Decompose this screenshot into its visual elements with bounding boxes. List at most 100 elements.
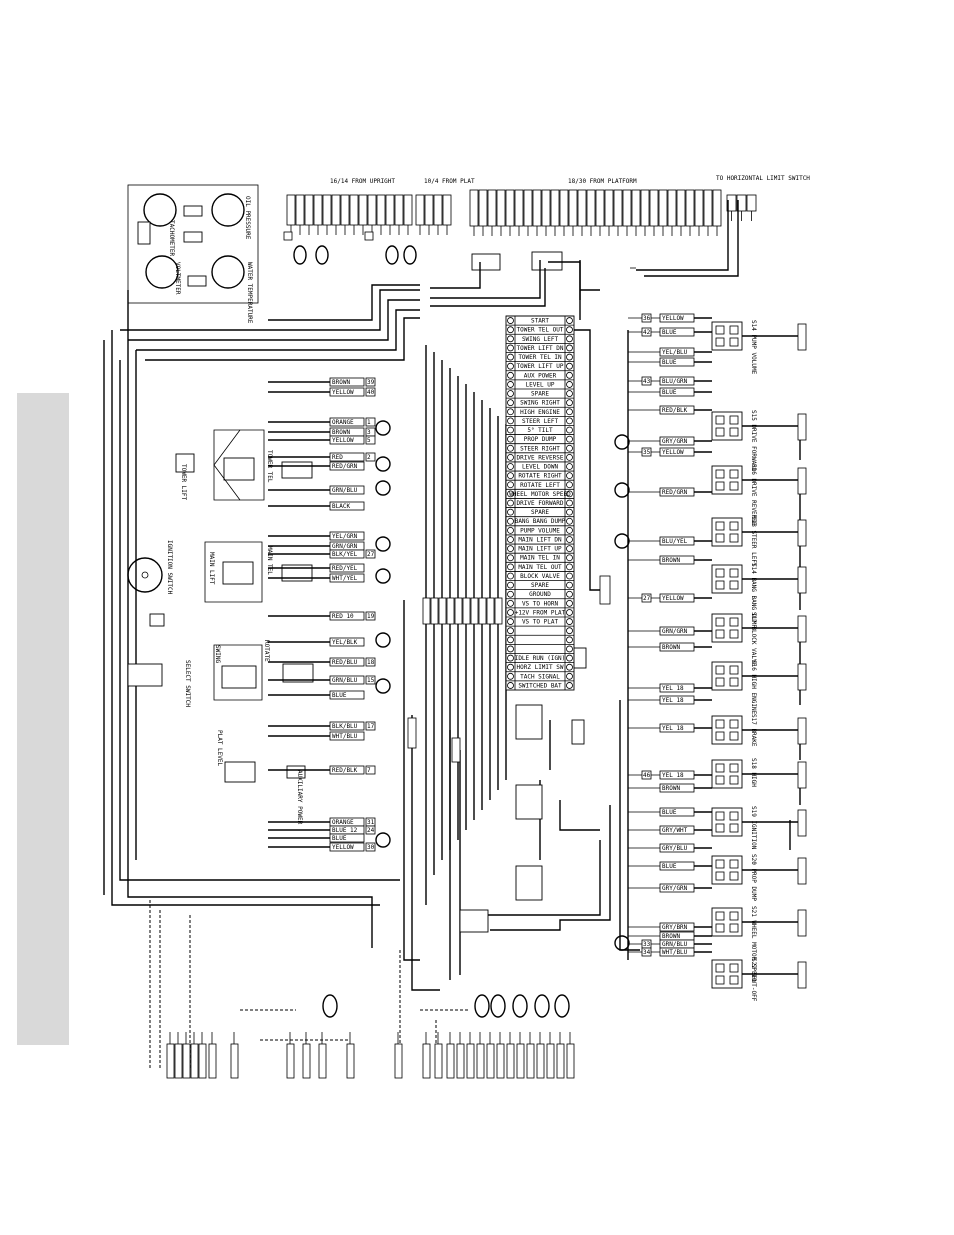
valve-pin [729,811,739,821]
terminal-screw [507,317,514,324]
valve-pin [715,677,725,687]
right-wire-label: BLUE [662,329,677,336]
terminal-screw [507,335,514,343]
valve-pin [715,923,725,933]
page-margin-band [17,393,69,1045]
right-wire-labels: YELLOW36BLUE42YEL/BLUBLUEBLU/GRN43BLUERE… [614,313,712,957]
right-wire-label: YEL 18 [662,697,684,704]
left-wire-label: RED 10 [332,613,354,620]
connector-pin [577,189,587,227]
left-wire-num: 27 [367,551,375,558]
tachometer-gauge [211,193,245,227]
right-wire-label: WHT/BLU [662,949,688,956]
connector-pin [322,194,332,226]
valve-coil [797,566,807,594]
valve-coil [797,809,807,837]
plug-connector [614,935,630,951]
connector-pin [568,189,578,227]
left-wire-label: YELLOW [332,844,354,851]
terminal-label: HIGH ENGINE [520,409,560,416]
connector-pin [550,189,560,227]
terminal-screw [507,572,514,580]
terminal-screw [566,599,573,607]
terminal-screw [566,426,573,434]
valve-pin [729,337,739,347]
connector-pin [541,189,551,227]
left-wire-num-box [365,825,376,835]
valve-pin [715,775,725,785]
terminal-screw [507,682,514,689]
plug-connector [375,536,391,552]
left-wire-tag [329,657,365,667]
header-upright: 16/14 FROM UPRIGHT [330,178,395,185]
terminal-screw [566,645,573,653]
terminal-screw [566,627,573,635]
valve-pin [729,823,739,833]
terminal-screw [566,353,573,361]
left-wire-tag [329,417,365,427]
cable-tag [422,597,431,625]
bottom-connector-pin [456,1043,465,1079]
terminal-screw [566,545,573,553]
terminal-screw [566,472,573,480]
terminal-label: LEVEL UP [526,381,555,388]
terminal-label: ROTATE LEFT [520,482,560,489]
left-wire-num: 31 [367,819,375,826]
terminal-screw [566,609,573,616]
switch-label-2: MAIN LIFT [208,552,215,585]
terminal-screw [507,490,514,498]
right-wire-num: 35 [643,449,651,456]
valve-pin [729,763,739,773]
left-wire-num: 7 [367,767,371,774]
terminal-screw [507,472,514,480]
terminal-label: STEER RIGHT [520,445,560,452]
valve-pin [729,325,739,335]
left-wire-tag [329,377,365,387]
terminal-screw [566,417,573,425]
right-wire-label: BLUE [662,389,677,396]
connector-pin [394,194,404,226]
terminal-label: +12V FROM PLAT [515,609,566,616]
left-wire-tag [329,452,365,462]
terminal-label: VS TO PLAT [522,619,559,626]
right-wire-label: YEL/BLU [662,349,688,356]
left-wire-tag [329,549,365,559]
terminal-screw [566,381,573,388]
right-wire-label: BLUE [662,809,677,816]
terminal-screw [507,526,514,534]
terminal-label: GROUND [529,591,551,598]
left-wire-num: 17 [367,723,375,730]
terminal-screw [566,654,573,662]
plug-connector [375,632,391,648]
plug-connector [315,245,329,265]
valve-pin [729,677,739,687]
terminal-screw [566,536,573,543]
terminal-label: TOWER TEL IN [518,354,562,361]
connector-pin [487,189,497,227]
down-arrow-tag [364,231,374,241]
left-wire-label: YELLOW [332,437,354,444]
right-wire-label: BLUE [662,359,677,366]
valve-label: S15 DRIVE FORWARD [750,410,757,472]
connector-pin [604,189,614,227]
switch-groups: TOWER LIFT TOWER TEL MAIN LIFT MAIN TEL … [127,429,314,825]
left-wire-num: 5 [367,437,371,444]
terminal-screw [507,627,514,635]
right-wire-num-box [641,770,652,780]
top-relay [471,253,501,271]
valve-pin [729,580,739,590]
terminal-screw [507,609,514,616]
plug-connector [385,245,399,265]
terminal-screw [507,536,514,543]
valve-pin [729,665,739,675]
right-wire-label: YELLOW [662,315,684,322]
water-temp-label: WATER TEMPERATURE [246,262,253,324]
valve-pin [715,859,725,869]
connector-pin [367,194,377,226]
terminal-screw [566,618,573,625]
terminal-screw [507,362,514,370]
connector-pin [424,194,434,226]
bottom-connector-pin [506,1043,515,1079]
right-wire-label: BROWN [662,644,680,651]
connector-pin [595,189,605,227]
